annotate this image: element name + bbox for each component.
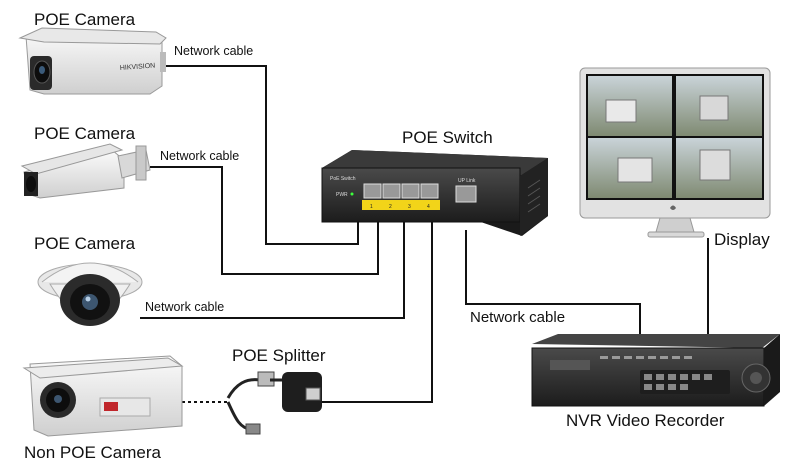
cable-camera3 [140,222,405,319]
switch-panel-label: PoE Switch [330,176,356,182]
camera4-label: Non POE Camera [24,443,161,462]
display-label: Display [714,230,770,249]
cable-label-camera3: Network cable [145,300,225,314]
cables [140,65,709,403]
camera-3 [37,262,143,326]
splitter-label: POE Splitter [232,346,326,365]
cable-label-camera1: Network cable [174,44,254,58]
nvr-label: NVR Video Recorder [566,411,725,430]
cable-label-uplink: Network cable [470,309,566,326]
poe-splitter [226,371,322,435]
switch-port-1: 1 [370,204,373,210]
camera1-brand: HIKVISION [120,63,156,72]
monitor [579,67,771,238]
camera1-label: POE Camera [34,10,136,29]
switch-ports [363,183,439,199]
camera-1: HIKVISION [18,27,167,95]
cable-camera2 [150,166,379,275]
switch-uplink-label: UP Link [458,178,476,184]
nvr-recorder [531,334,780,407]
switch-port-4: 4 [427,204,430,210]
cable-label-camera2: Network cable [160,149,240,163]
switch-port-2: 2 [389,204,392,210]
cable-camera1 [162,65,359,245]
camera-4 [22,355,184,437]
camera-2 [20,143,151,199]
camera2-label: POE Camera [34,124,136,143]
camera3-label: POE Camera [34,234,136,253]
poe-switch: PoE Switch PWR 1 2 3 4 UP Link [321,150,548,236]
switch-pwr-label: PWR [336,192,348,198]
cable-splitter-switch [322,222,433,403]
cable-switch-nvr [465,230,641,338]
switch-label: POE Switch [402,128,493,147]
switch-port-3: 3 [408,204,411,210]
